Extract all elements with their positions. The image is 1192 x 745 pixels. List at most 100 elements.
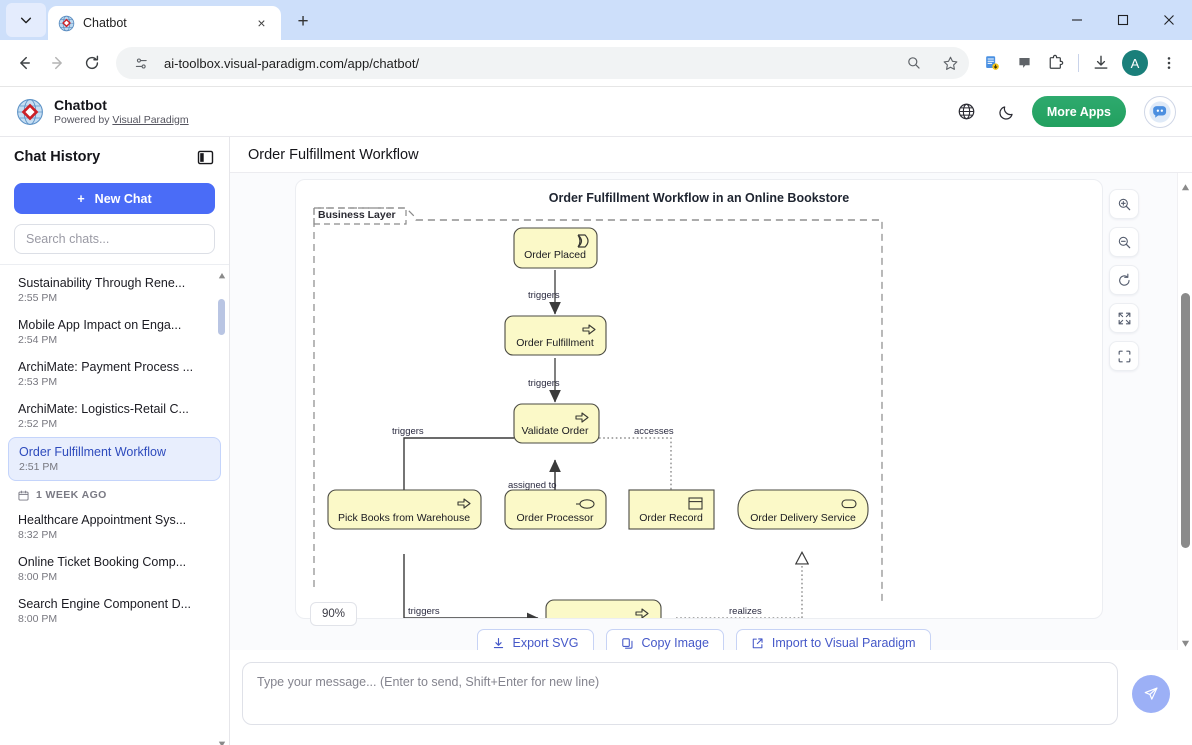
svg-text:assigned to: assigned to (508, 480, 557, 491)
address-bar-url: ai-toolbox.visual-paradigm.com/app/chatb… (164, 55, 420, 71)
more-apps-button[interactable]: More Apps (1031, 96, 1126, 127)
chat-history-item[interactable]: Sustainability Through Rene... 2:55 PM (8, 269, 221, 311)
tab-search-button[interactable] (6, 3, 46, 37)
chat-group-header: 1 WEEK AGO (0, 481, 229, 506)
chat-item-time: 2:55 PM (18, 292, 58, 304)
visual-paradigm-link[interactable]: Visual Paradigm (112, 113, 189, 126)
diagram-node-order-fulfillment: Order Fulfillment (504, 315, 607, 356)
svg-text:realizes: realizes (729, 606, 762, 617)
diagram-node-order-delivery-service: Order Delivery Service (737, 489, 869, 530)
external-link-icon (752, 637, 763, 648)
bookmark-star-icon[interactable] (937, 50, 963, 76)
chat-item-title: Order Fulfillment Workflow (19, 445, 167, 459)
brand-text: Chatbot Powered by Visual Paradigm (54, 97, 189, 125)
tab-close-icon[interactable]: × (257, 15, 266, 31)
chat-history-item[interactable]: Healthcare Appointment Sys... 8:32 PM (8, 506, 221, 548)
chat-history-item[interactable]: Search Engine Component D... 8:00 PM (8, 590, 221, 632)
new-chat-button[interactable]: + New Chat (14, 183, 215, 214)
zoom-out-icon[interactable] (1109, 227, 1139, 257)
chat-item-title: Search Engine Component D... (18, 597, 192, 611)
chat-item-time: 8:00 PM (18, 613, 58, 625)
extensions-icon[interactable] (1041, 48, 1071, 78)
window-minimize-button[interactable] (1054, 0, 1100, 40)
visual-paradigm-globe-icon (58, 15, 75, 32)
window-controls (1054, 0, 1192, 40)
send-paper-plane-icon (1144, 686, 1158, 700)
svg-text:Order Delivery Service: Order Delivery Service (750, 512, 856, 524)
chat-history-item[interactable]: ArchiMate: Logistics-Retail C... 2:52 PM (8, 395, 221, 437)
canvas-scroll-up-icon[interactable] (1181, 179, 1190, 191)
diagram-title: Order Fulfillment Workflow in an Online … (548, 191, 850, 205)
chat-item-title: Sustainability Through Rene... (18, 276, 186, 290)
sidebar-title: Chat History (14, 149, 101, 165)
svg-text:triggers: triggers (392, 426, 424, 437)
window-maximize-button[interactable] (1100, 0, 1146, 40)
scroll-up-arrow-icon[interactable] (218, 267, 226, 279)
svg-text:Business Layer: Business Layer (318, 209, 396, 221)
chat-item-time: 8:00 PM (18, 571, 58, 583)
canvas-scroll-down-icon[interactable] (1181, 635, 1190, 647)
three-dot-menu-icon[interactable] (1154, 48, 1184, 78)
chat-item-title: Online Ticket Booking Comp... (18, 555, 187, 569)
chat-history-list[interactable]: Sustainability Through Rene... 2:55 PM M… (0, 265, 229, 745)
new-tab-button[interactable]: + (297, 11, 309, 32)
toolbar-divider (1078, 54, 1079, 72)
zoom-in-icon[interactable] (1109, 189, 1139, 219)
plus-icon: + (77, 191, 85, 206)
chat-bubble-avatar-icon[interactable] (1144, 95, 1176, 128)
svg-text:accesses: accesses (634, 426, 674, 437)
send-message-button[interactable] (1132, 674, 1170, 713)
forward-button[interactable] (42, 47, 74, 79)
sidebar-actions: + New Chat (0, 177, 229, 265)
chat-item-title: ArchiMate: Logistics-Retail C... (18, 402, 189, 416)
export-svg-button[interactable]: Export SVG (476, 629, 594, 650)
download-icon (493, 637, 503, 648)
search-icon[interactable] (901, 50, 927, 76)
fit-screen-icon[interactable] (1109, 303, 1139, 333)
import-to-visual-paradigm-label: Import to Visual Paradigm (771, 636, 916, 650)
scroll-down-arrow-icon[interactable] (218, 735, 226, 745)
downloads-icon[interactable] (1086, 48, 1116, 78)
search-chats-input[interactable] (14, 224, 215, 254)
copy-image-button[interactable]: Copy Image (605, 629, 724, 650)
fullscreen-icon[interactable] (1109, 341, 1139, 371)
chat-history-item[interactable]: ArchiMate: Payment Process ... 2:53 PM (8, 353, 221, 395)
message-input[interactable] (242, 662, 1118, 725)
app-subtitle: Powered by Visual Paradigm (54, 114, 189, 126)
svg-text:triggers: triggers (408, 606, 440, 617)
browser-tab-strip: Chatbot × + (0, 0, 1192, 40)
zoom-level-badge[interactable]: 90% (310, 602, 358, 626)
globe-icon[interactable] (952, 97, 982, 127)
sidebar-scrollbar[interactable] (217, 265, 227, 745)
copy-icon (621, 637, 632, 649)
canvas-scroll-thumb[interactable] (1181, 293, 1190, 548)
chat-history-item[interactable]: Online Ticket Booking Comp... 8:00 PM (8, 548, 221, 590)
back-button[interactable] (8, 47, 40, 79)
import-to-visual-paradigm-button[interactable]: Import to Visual Paradigm (735, 629, 931, 650)
chat-item-time: 2:51 PM (19, 461, 59, 473)
browser-tab[interactable]: Chatbot × (48, 6, 281, 40)
svg-text:Order Fulfillment: Order Fulfillment (516, 337, 594, 349)
diagram-card[interactable]: Order Fulfillment Workflow in an Online … (295, 179, 1103, 619)
window-close-button[interactable] (1146, 0, 1192, 40)
svg-text:Pick Books from Warehouse: Pick Books from Warehouse (338, 512, 470, 524)
comment-icon[interactable] (1009, 48, 1039, 78)
canvas-scrollbar[interactable] (1177, 173, 1192, 650)
reading-list-icon[interactable] (977, 48, 1007, 78)
reload-button[interactable] (76, 47, 108, 79)
address-bar[interactable]: ai-toolbox.visual-paradigm.com/app/chatb… (116, 47, 969, 79)
moon-icon[interactable] (992, 97, 1022, 127)
chat-item-time: 8:32 PM (18, 529, 58, 541)
reset-zoom-icon[interactable] (1109, 265, 1139, 295)
sidebar-scroll-thumb[interactable] (218, 299, 225, 335)
chevron-down-icon (20, 17, 32, 24)
diagram-node-order-processor: Order Processor (504, 489, 607, 530)
panel-collapse-icon[interactable] (195, 147, 215, 167)
site-settings-icon[interactable] (128, 50, 154, 76)
diagram-scroll-area[interactable]: Order Fulfillment Workflow in an Online … (230, 173, 1177, 650)
chat-history-item-active[interactable]: Order Fulfillment Workflow 2:51 PM (8, 437, 221, 481)
chat-item-title: Mobile App Impact on Enga... (18, 318, 182, 332)
chat-history-item[interactable]: Mobile App Impact on Enga... 2:54 PM (8, 311, 221, 353)
diagram-zoom-tools (1109, 189, 1139, 371)
profile-avatar[interactable]: A (1122, 50, 1148, 76)
